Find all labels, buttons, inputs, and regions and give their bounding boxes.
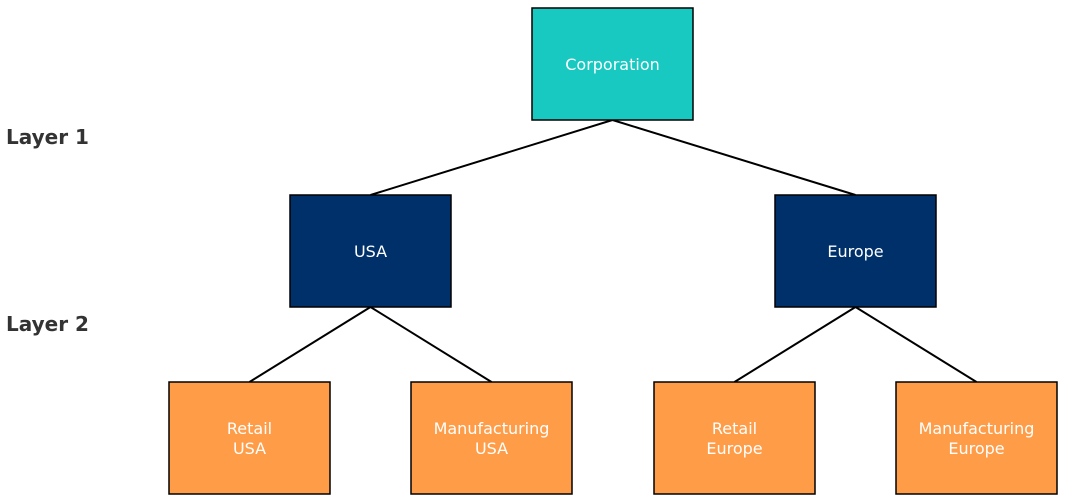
node-label-retail-usa-line-2: USA: [233, 439, 266, 458]
node-label-manufacturing-usa-line-1: Manufacturing: [434, 419, 550, 438]
node-label-retail-europe-line-2: Europe: [706, 439, 762, 458]
edges: [248, 119, 978, 383]
node-box-retail-usa: [168, 381, 331, 495]
node-label-manufacturing-europe-line-2: Europe: [948, 439, 1004, 458]
node-label-retail-usa-line-1: Retail: [227, 419, 272, 438]
node-usa: USA: [289, 194, 452, 308]
node-corporation: Corporation: [531, 7, 694, 121]
node-label-corporation-line-1: Corporation: [565, 55, 660, 74]
edge-europe-to-retail-europe: [733, 306, 857, 383]
node-box-manufacturing-europe: [895, 381, 1058, 495]
node-label-usa-line-1: USA: [354, 242, 387, 261]
node-label-manufacturing-usa-line-2: USA: [475, 439, 508, 458]
edge-usa-to-retail-usa: [248, 306, 372, 383]
node-box-manufacturing-usa: [410, 381, 573, 495]
node-label-europe-line-1: Europe: [827, 242, 883, 261]
node-box-europe: [774, 194, 937, 308]
edge-corporation-to-usa: [370, 119, 613, 196]
edge-corporation-to-europe: [612, 119, 856, 196]
layer-1-label: Layer 1: [6, 125, 89, 149]
node-box-corporation: [531, 7, 694, 121]
node-box-usa: [289, 194, 452, 308]
node-label-manufacturing-europe-line-1: Manufacturing: [919, 419, 1035, 438]
layer-2-label: Layer 2: [6, 312, 89, 336]
node-europe: Europe: [774, 194, 937, 308]
edge-europe-to-manufacturing-europe: [854, 306, 978, 383]
node-box-retail-europe: [653, 381, 816, 495]
edge-usa-to-manufacturing-usa: [369, 306, 493, 383]
node-label-retail-europe-line-1: Retail: [712, 419, 757, 438]
